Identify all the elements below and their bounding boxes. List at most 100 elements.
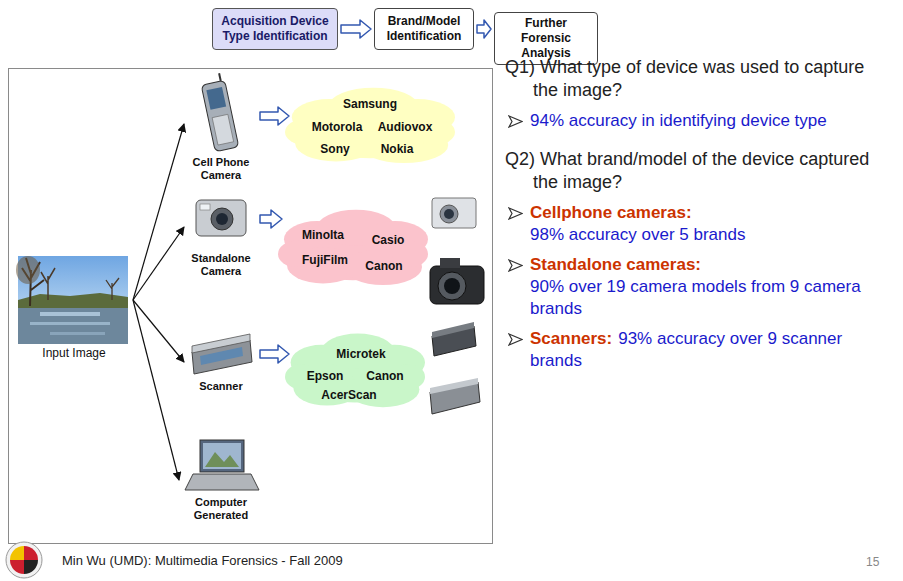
laptop-screen	[200, 440, 244, 472]
scanner-icon	[192, 334, 252, 374]
bullet-arrow-shape	[509, 334, 522, 345]
category-heading: Standalone cameras:	[530, 254, 893, 276]
stage-box: Acquisition Device Type Identification	[212, 8, 338, 50]
scanner-photo	[430, 378, 480, 414]
camera-photo	[430, 258, 484, 304]
device-type: Cell Phone Camera	[185, 76, 257, 182]
bullet-arrow-shape	[509, 260, 522, 271]
answer-text: 90% over 19 camera models from 9 camera …	[530, 277, 861, 318]
question: Q2) What brand/model of the device captu…	[505, 148, 893, 194]
brand-cloud: Minolta CasioFujiFilm Canon	[278, 208, 428, 290]
brand-name: Canon	[365, 259, 402, 273]
brand-name: Audiovox	[378, 120, 433, 134]
brand-name: Nokia	[381, 142, 414, 156]
device-type: Scanner	[185, 322, 257, 394]
camera-photo-body	[430, 266, 484, 304]
university-seal	[6, 542, 42, 578]
bullet-arrow	[508, 207, 523, 220]
stage-box: Brand/Model Identification	[374, 8, 474, 50]
phone-antenna	[219, 73, 221, 81]
device-type: Computer Generated	[180, 436, 262, 530]
flow-arrow	[260, 107, 289, 125]
photo-reflection	[30, 322, 110, 325]
stage-label: Brand/Model Identification	[380, 14, 468, 44]
scanner-photo-lid	[430, 378, 478, 394]
brand-name: Epson	[307, 369, 344, 383]
brand-name: Minolta	[302, 228, 344, 242]
camera-lens-glass	[216, 213, 228, 225]
scanner-photo-lid	[432, 322, 474, 338]
bullet-item: 94% accuracy in identifying device type	[505, 110, 893, 132]
branch-arrow	[133, 227, 184, 300]
category-heading: Cellphone cameras:	[530, 202, 893, 224]
brand-cloud: SamsungMotorola AudiovoxSony Nokia	[285, 86, 455, 168]
bullet-arrow	[508, 259, 523, 272]
seal-quarter	[24, 546, 38, 560]
cloud-shape	[278, 208, 428, 290]
bullet-arrow	[508, 115, 523, 128]
input-image: Input Image	[16, 254, 132, 364]
device-type: Standalone Camera	[185, 190, 257, 278]
flow-arrow	[260, 210, 282, 228]
camera-icon	[196, 200, 246, 236]
bullet-item: Cellphone cameras:98% accuracy over 5 br…	[505, 202, 893, 246]
laptop-icon	[185, 440, 259, 490]
camera-photo-body	[432, 198, 476, 228]
page-number: 15	[866, 554, 879, 570]
node-label: Standalone Camera	[185, 252, 257, 278]
photo-foliage	[16, 256, 40, 284]
input-photo	[16, 256, 128, 344]
panel-frame	[9, 69, 493, 544]
stage-label: Further Forensic Analysis	[500, 16, 592, 61]
flow-arrow	[260, 345, 289, 363]
node-label: Computer Generated	[180, 496, 262, 522]
answer-text: 94% accuracy in identifying device type	[530, 111, 827, 130]
seal-quarter	[24, 560, 38, 574]
laptop-picture	[205, 452, 239, 467]
stage-label: Acquisition Device Type Identification	[218, 14, 332, 44]
brand-name: Sony	[320, 142, 349, 156]
photo-sapling	[106, 278, 119, 300]
brand-name: FujiFilm	[302, 253, 348, 267]
footer-text: Min Wu (UMD): Multimedia Forensics - Fal…	[62, 553, 343, 569]
photo-tree	[41, 268, 55, 300]
camera-photo-glass	[444, 278, 460, 294]
bullet-arrow	[508, 333, 523, 346]
laptop-display	[203, 443, 241, 469]
brand-name: Samsung	[343, 97, 397, 111]
camera-lens	[211, 208, 233, 230]
photo-water	[18, 308, 128, 344]
text-column: Q1) What type of device was used to capt…	[505, 56, 893, 372]
question: Q1) What type of device was used to capt…	[505, 56, 893, 102]
cell-phone-icon	[200, 72, 239, 151]
scanner-photo	[432, 322, 476, 356]
camera-photo-glass	[444, 209, 454, 219]
brand-name: Casio	[372, 233, 405, 247]
node-label: Input Image	[16, 346, 132, 361]
camera-photo-top	[440, 258, 460, 268]
answer-text: 98% accuracy over 5 brands	[530, 225, 745, 244]
category-heading: Scanners:	[530, 329, 612, 348]
node-label: Scanner	[185, 380, 257, 393]
bullet-item: Standalone cameras:90% over 19 camera mo…	[505, 254, 893, 320]
brand-cloud: MicrotekEpsonCanonAcerScan	[285, 332, 425, 412]
scanner-glass	[200, 347, 243, 365]
bullet-arrow-shape	[509, 208, 522, 219]
laptop-base	[185, 474, 259, 490]
photo-reflection	[50, 332, 105, 335]
seal-quarter	[10, 560, 24, 574]
branch-arrow	[133, 300, 179, 480]
camera-photo	[432, 198, 476, 228]
brand-name: Canon	[366, 369, 403, 383]
camera-photo-lens	[440, 205, 458, 223]
node-label: Cell Phone Camera	[185, 156, 257, 182]
brand-name: AcerScan	[321, 388, 376, 402]
camera-body	[196, 200, 246, 236]
seal-quarter	[10, 546, 24, 560]
camera-flash	[200, 204, 210, 210]
camera-photo-lens	[438, 272, 466, 300]
brand-name: Motorola	[312, 120, 363, 134]
phone-keypad	[212, 114, 233, 145]
seal-ring	[6, 542, 42, 578]
flow-arrow	[477, 20, 491, 38]
